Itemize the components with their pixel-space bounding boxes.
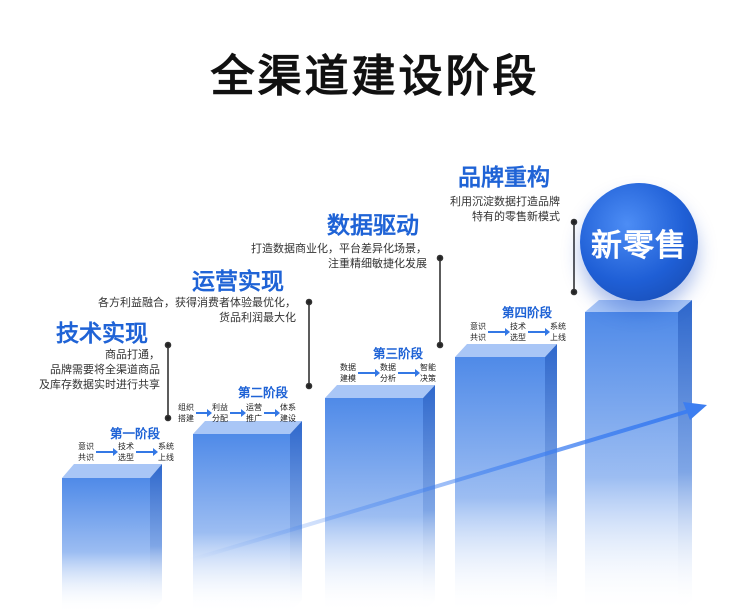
flow-step: 组织搭建 (178, 403, 194, 423)
flow-step: 运营推广 (246, 403, 262, 423)
desc-line: 各方利益融合，获得消费者体验最优化， (98, 296, 296, 309)
flow-step: 智能决策 (420, 363, 436, 383)
stage-3-label: 第三阶段 (373, 346, 424, 361)
stage-1-block (62, 464, 162, 613)
flow-step: 数据分析 (380, 363, 396, 383)
desc-line: 特有的零售新模式 (472, 210, 560, 223)
stage-3-block (325, 385, 435, 613)
flow-step: 意识共识 (470, 322, 486, 342)
flow-step: 利益分配 (212, 403, 228, 423)
arrow-right-icon (96, 448, 118, 456)
stage-3-title: 数据驱动 (327, 213, 419, 239)
flow-step: 意识共识 (78, 442, 94, 462)
flow-step: 数据建模 (340, 363, 356, 383)
stage-2-label: 第二阶段 (238, 385, 289, 400)
desc-line: 注重精细敏捷化发展 (328, 257, 427, 270)
arrow-right-icon (196, 409, 212, 417)
pedestal-block (585, 300, 692, 613)
flow-step: 系统上线 (158, 442, 174, 462)
growth-arrow (189, 402, 707, 562)
page-title: 全渠道建设阶段 (210, 51, 540, 102)
flow-step: 技术选型 (510, 322, 526, 342)
stage-4-block (455, 344, 557, 613)
stage-2-block (193, 421, 302, 613)
desc-line: 利用沉淀数据打造品牌 (450, 195, 560, 208)
desc-line: 货品利润最大化 (219, 311, 296, 324)
flow-step: 体系建设 (280, 403, 296, 423)
arrow-right-icon (488, 328, 510, 336)
arrow-right-icon (136, 448, 158, 456)
stage-2-flow: 组织搭建 利益分配 运营推广 体系建设 (178, 402, 296, 424)
stage-2-description: 各方利益融合，获得消费者体验最优化， 货品利润最大化 (98, 295, 296, 325)
stage-4-title: 品牌重构 (458, 165, 550, 191)
arrow-right-icon (358, 369, 380, 377)
stage-1-label: 第一阶段 (110, 426, 161, 441)
desc-line: 品牌需要将全渠道商品 (50, 363, 160, 376)
stage-4-label: 第四阶段 (502, 305, 553, 320)
stage-3-description: 打造数据商业化，平台差异化场景， 注重精细敏捷化发展 (251, 241, 427, 271)
new-retail-badge: 新零售 (580, 183, 698, 301)
arrow-right-icon (264, 409, 280, 417)
flow-step: 系统上线 (550, 322, 566, 342)
desc-line: 及库存数据实时进行共享 (39, 378, 160, 391)
stage-3-flow: 数据建模 数据分析 智能决策 (340, 362, 436, 384)
desc-line: 商品打通， (105, 348, 160, 361)
flow-step: 技术选型 (118, 442, 134, 462)
stage-1-title: 技术实现 (56, 321, 148, 347)
stage-1-description: 商品打通， 品牌需要将全渠道商品 及库存数据实时进行共享 (39, 347, 160, 392)
connector-lines (164, 218, 578, 422)
stage-2-title: 运营实现 (192, 269, 284, 295)
stage-4-flow: 意识共识 技术选型 系统上线 (470, 321, 566, 343)
arrow-right-icon (398, 369, 420, 377)
desc-line: 打造数据商业化，平台差异化场景， (251, 242, 427, 255)
stage-4-description: 利用沉淀数据打造品牌 特有的零售新模式 (450, 194, 560, 224)
arrow-right-icon (230, 409, 246, 417)
arrow-right-icon (528, 328, 550, 336)
stage-1-flow: 意识共识 技术选型 系统上线 (78, 441, 174, 463)
